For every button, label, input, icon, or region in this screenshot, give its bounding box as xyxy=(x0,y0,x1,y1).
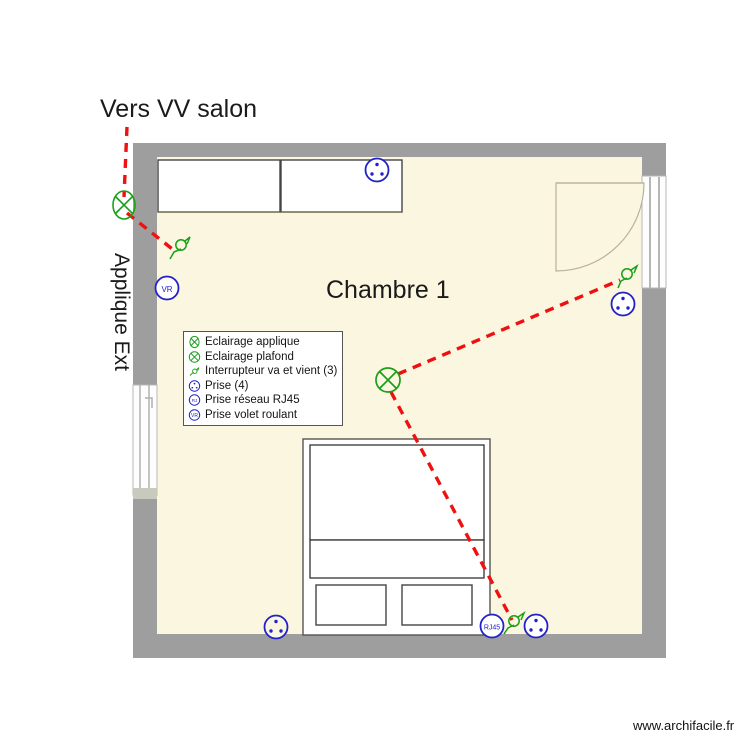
legend-item-eclairage-plafond: Eclairage plafond xyxy=(187,350,339,365)
annotation-vers-vv-salon: Vers VV salon xyxy=(100,95,258,123)
legend-label: Eclairage applique xyxy=(205,336,300,349)
legend-item-prise-volet-roulant: VR Prise volet roulant xyxy=(187,408,339,423)
prise-reseau-rj45-label: RJ45 xyxy=(484,625,500,632)
prise-volet-roulant-icon[interactable]: VR xyxy=(154,275,180,301)
prise-volet-roulant-icon: VR xyxy=(188,409,201,421)
prise-volet-roulant-label: VR xyxy=(161,285,172,294)
prise-reseau-rj45-icon[interactable]: RJ45 xyxy=(479,613,505,639)
pillow-left xyxy=(315,584,387,626)
interrupteur-va-et-vient-icon xyxy=(189,367,200,377)
interrupteur-va-et-vient-icon-1[interactable] xyxy=(169,236,191,260)
prise-icon-top[interactable] xyxy=(364,157,390,183)
legend-label: Prise volet roulant xyxy=(205,408,298,421)
eclairage-applique-icon xyxy=(189,336,200,349)
prise-icon-right[interactable] xyxy=(610,291,636,317)
eclairage-plafond-icon[interactable] xyxy=(375,367,401,393)
legend-item-prise-rj45: RJ Prise réseau RJ45 xyxy=(187,393,339,408)
legend-box: Eclairage applique Eclairage plafond Int… xyxy=(183,331,343,426)
prise-icon xyxy=(188,380,201,392)
legend-label: Prise (4) xyxy=(205,379,249,392)
svg-text:RJ: RJ xyxy=(192,398,197,403)
legend-label: Eclairage plafond xyxy=(205,350,294,363)
annotation-applique-ext: Applique Ext xyxy=(109,253,133,371)
door-swing xyxy=(555,182,645,272)
window-left-wall xyxy=(132,384,158,499)
window-right-wall xyxy=(641,175,667,289)
prise-icon-bottom-right[interactable] xyxy=(523,613,549,639)
page-title: Chambre 1 xyxy=(326,276,450,304)
interrupteur-va-et-vient-icon-3[interactable] xyxy=(503,610,526,635)
furniture-cabinets xyxy=(157,159,403,213)
eclairage-applique-icon[interactable] xyxy=(112,190,136,220)
site-watermark: www.archifacile.fr xyxy=(633,718,735,733)
svg-text:VR: VR xyxy=(191,413,198,419)
eclairage-plafond-icon xyxy=(188,351,201,363)
prise-reseau-rj45-icon: RJ xyxy=(188,394,201,406)
legend-label: Prise réseau RJ45 xyxy=(205,394,300,407)
legend-item-eclairage-applique: Eclairage applique xyxy=(187,335,339,350)
furniture-bed xyxy=(302,438,491,636)
legend-label: Interrupteur va et vient (3) xyxy=(205,365,338,378)
interrupteur-va-et-vient-icon-2[interactable] xyxy=(617,263,639,289)
pillow-right xyxy=(401,584,473,626)
circuit-lines xyxy=(122,126,621,621)
legend-item-prise: Prise (4) xyxy=(187,379,339,394)
legend-item-interrupteur: Interrupteur va et vient (3) xyxy=(187,364,339,379)
prise-icon-bottom-left[interactable] xyxy=(263,614,289,640)
